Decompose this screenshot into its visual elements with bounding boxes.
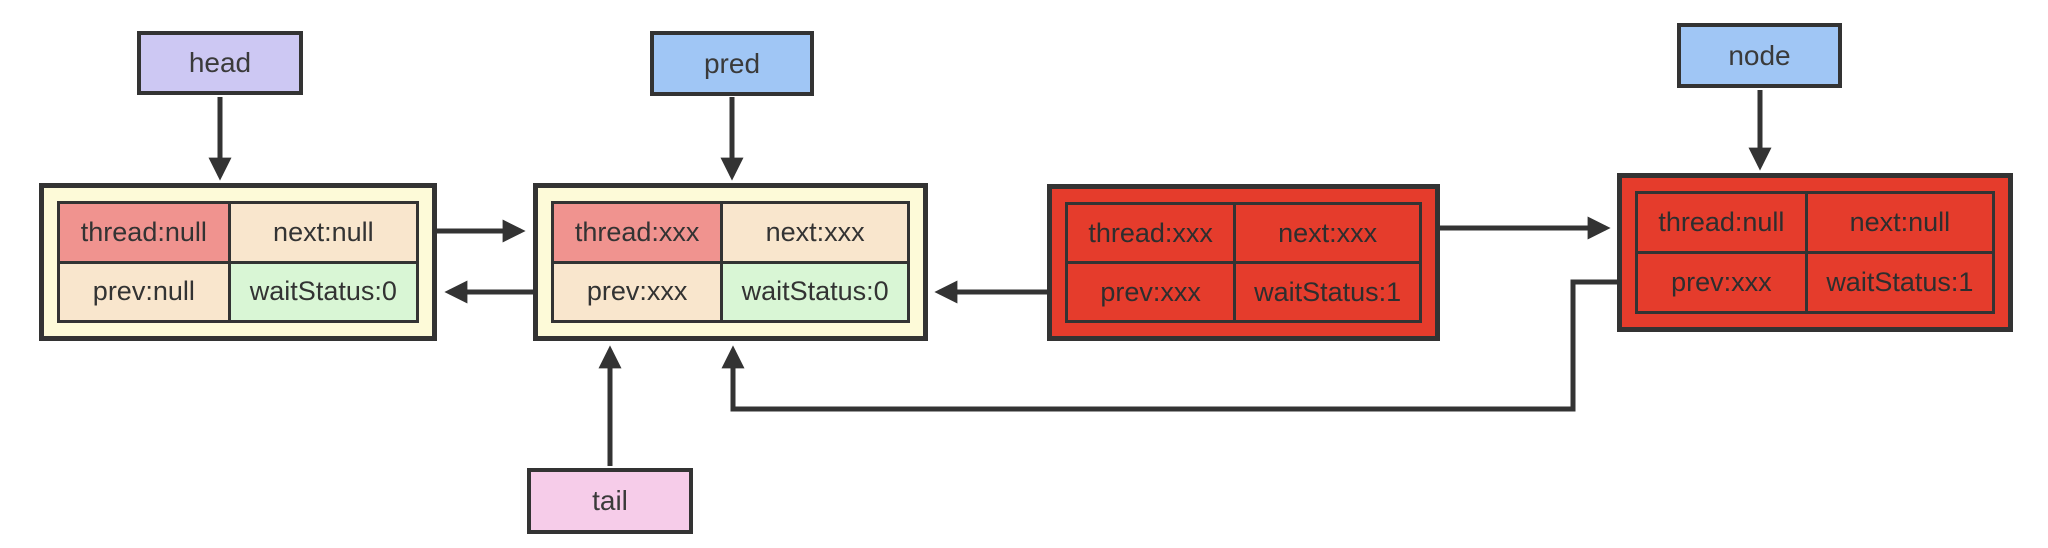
- waitstatus-cell: waitStatus:0: [230, 263, 416, 320]
- queue-node-3: thread:xxx next:xxx prev:xxx waitStatus:…: [1047, 184, 1440, 341]
- pointer-label-node: node: [1677, 23, 1842, 88]
- queue-node-2: thread:xxx next:xxx prev:xxx waitStatus:…: [533, 183, 928, 341]
- queue-node-1: thread:null next:null prev:null waitStat…: [39, 183, 437, 341]
- pointer-label-pred: pred: [650, 31, 814, 96]
- thread-cell: thread:null: [60, 204, 228, 261]
- prev-cell: prev:xxx: [554, 263, 721, 320]
- waitstatus-cell: waitStatus:1: [1236, 264, 1419, 320]
- prev-cell: prev:null: [60, 263, 228, 320]
- queue-node-2-cells: thread:xxx next:xxx prev:xxx waitStatus:…: [551, 201, 910, 323]
- prev-cell: prev:xxx: [1068, 264, 1234, 320]
- prev-cell: prev:xxx: [1638, 254, 1805, 311]
- next-cell: next:null: [1807, 194, 1992, 251]
- next-cell: next:xxx: [723, 204, 907, 261]
- queue-node-1-cells: thread:null next:null prev:null waitStat…: [57, 201, 419, 323]
- waitstatus-cell: waitStatus:0: [723, 263, 907, 320]
- next-cell: next:null: [230, 204, 416, 261]
- queue-node-3-cells: thread:xxx next:xxx prev:xxx waitStatus:…: [1065, 202, 1422, 323]
- thread-cell: thread:xxx: [554, 204, 721, 261]
- thread-cell: thread:xxx: [1068, 205, 1234, 261]
- queue-node-4-cells: thread:null next:null prev:xxx waitStatu…: [1635, 191, 1995, 314]
- thread-cell: thread:null: [1638, 194, 1805, 251]
- next-cell: next:xxx: [1236, 205, 1419, 261]
- pointer-label-head: head: [137, 31, 303, 95]
- queue-node-4: thread:null next:null prev:xxx waitStatu…: [1617, 173, 2013, 332]
- pointer-label-tail: tail: [527, 468, 693, 534]
- waitstatus-cell: waitStatus:1: [1807, 254, 1992, 311]
